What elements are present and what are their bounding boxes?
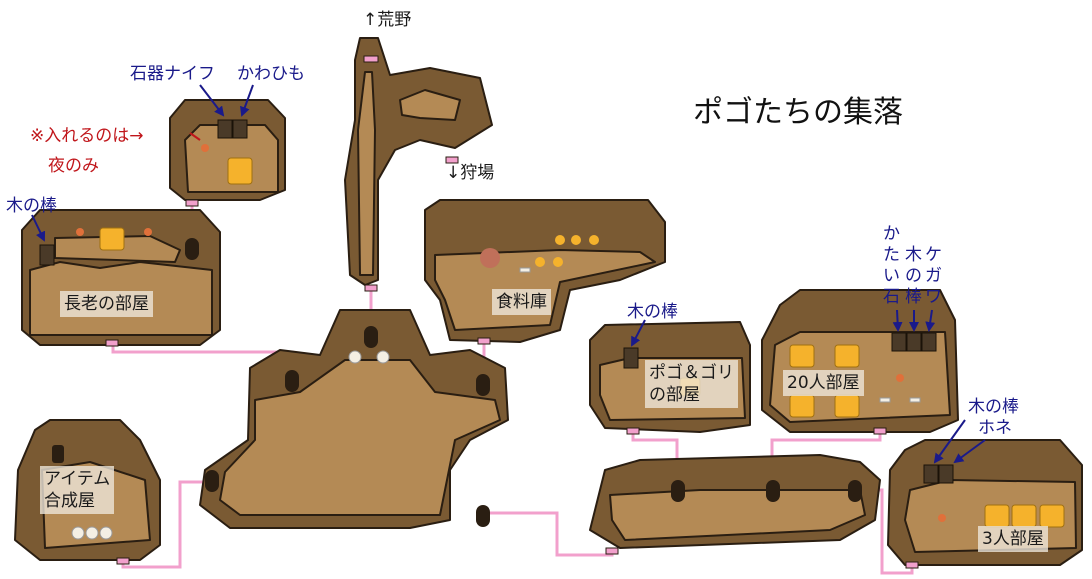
exit-north-label: ↑荒野 [363,10,412,30]
room-label-elder: 長老の部屋 [60,291,153,317]
white-objects [71,267,921,540]
room-center [199,309,509,529]
red-arrow [189,132,201,141]
room-corridor [344,37,493,286]
beds [99,157,1065,528]
map-title: ポゴたちの集落 [693,95,903,130]
path-item-center [121,480,205,569]
door-marks [105,55,919,569]
doorways [52,238,862,527]
item-stick-pogo-label: 木の棒 [627,302,678,322]
item-leather-cord-label: かわひも [237,64,305,84]
callout-arrows [31,84,986,464]
item-bone-3-label: ホネ [978,418,1012,438]
room-label-3: 3人部屋 [978,526,1048,552]
item-kegawa-label: ケガワ [925,245,942,307]
room-night [169,99,286,201]
item-stick-20-label: 木の棒 [905,245,922,307]
food-items [480,232,640,268]
room-label-20: 20人部屋 [783,370,864,396]
torches [76,144,946,522]
treasure-chests [39,119,954,484]
room-label-item: アイテム合成屋 [40,466,115,514]
room-label-food: 食料庫 [492,289,551,315]
item-stick-elder-label: 木の棒 [6,196,57,216]
night-note-line1: ※入れるのは→ [30,126,144,146]
room-label-pogo-gori: ポゴ＆ゴリの部屋 [645,360,738,408]
item-stick-3-label: 木の棒 [968,397,1019,417]
item-hard-stone-label: かたい石 [883,224,900,307]
item-stone-knife-label: 石器ナイフ [130,64,215,84]
night-note-line2: 夜のみ [48,156,99,176]
exit-hunting-label: ↓狩場 [446,163,495,183]
room-east [589,454,881,549]
